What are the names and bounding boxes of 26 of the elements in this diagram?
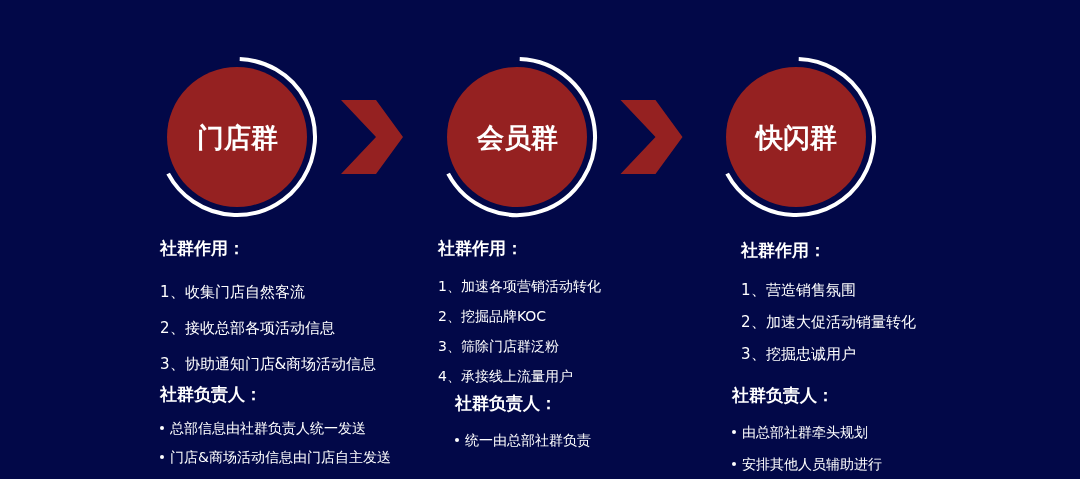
node-title: 门店群: [196, 123, 278, 151]
list-item: 3、挖掘忠诚用户: [741, 344, 856, 364]
section-heading: 社群负责人：: [160, 383, 262, 405]
section-heading: 社群负责人：: [455, 392, 557, 414]
list-item: 1、收集门店自然客流: [160, 282, 305, 302]
list-item: 2、接收总部各项活动信息: [160, 318, 335, 338]
list-item: 4、承接线上流量用户: [438, 367, 573, 386]
list-item: 1、营造销售氛围: [741, 280, 856, 300]
section-heading: 社群作用：: [160, 237, 245, 259]
node-title: 会员群: [476, 123, 558, 151]
list-item: 2、加速大促活动销量转化: [741, 312, 916, 332]
section-heading: 社群作用：: [438, 237, 523, 259]
bullet-text: 统一由总部社群负责: [465, 431, 591, 449]
chevron-arrow: [620, 100, 683, 174]
section-heading: 社群作用：: [741, 239, 826, 261]
list-item: 3、筛除门店群泛粉: [438, 337, 559, 356]
section-heading: 社群负责人：: [732, 384, 834, 406]
bullet-text: 安排其他人员辅助进行: [742, 455, 882, 473]
bullet-text: 由总部社群牵头规划: [742, 423, 868, 441]
node-title: 快闪群: [755, 123, 837, 151]
list-item: 1、加速各项营销活动转化: [438, 277, 601, 296]
list-item: 2、挖掘品牌KOC: [438, 307, 547, 326]
chevron-arrow: [341, 100, 403, 174]
bullet-text: 总部信息由社群负责人统一发送: [170, 419, 366, 437]
list-item: 3、协助通知门店&商场活动信息: [160, 354, 377, 374]
bullet-text: 门店&商场活动信息由门店自主发送: [170, 448, 391, 466]
